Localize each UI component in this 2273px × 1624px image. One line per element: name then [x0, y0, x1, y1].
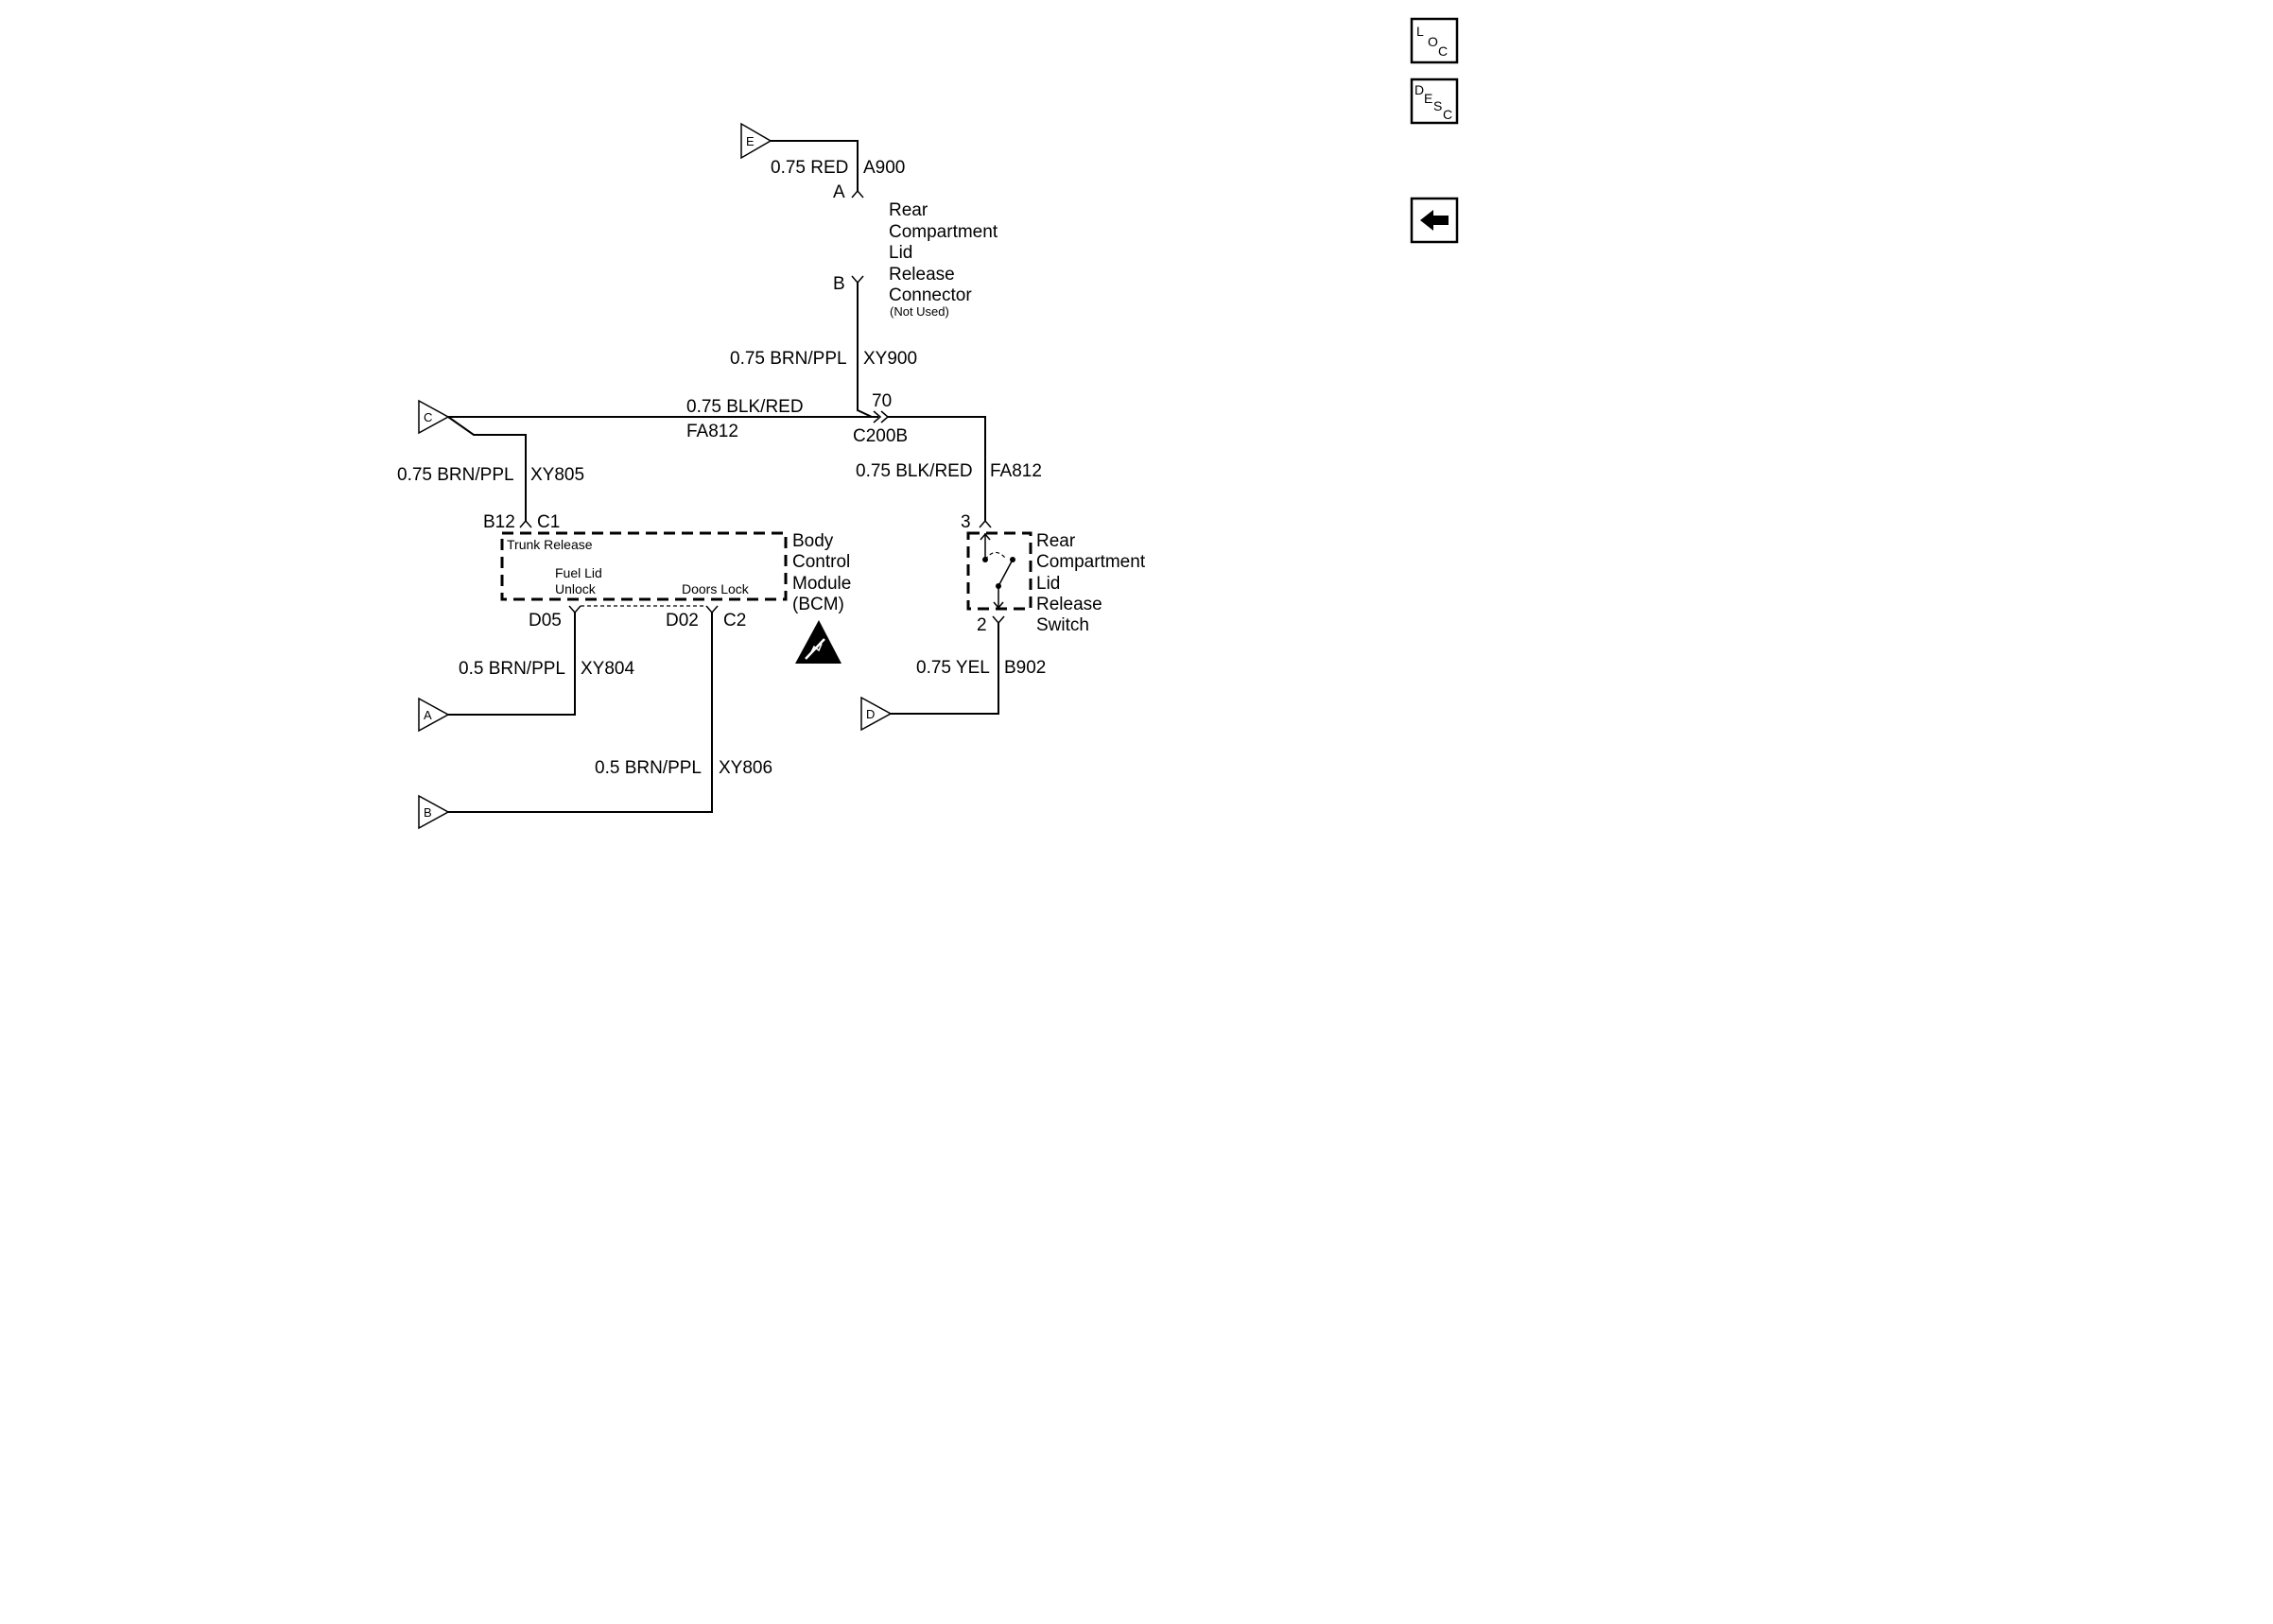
- svg-text:Rear: Rear: [889, 200, 928, 220]
- svg-text:Module: Module: [792, 574, 851, 594]
- loc-letter-3: C: [1438, 43, 1448, 59]
- offpage-c-label: C: [424, 410, 432, 424]
- connector-c200b-name: C200B: [853, 426, 908, 446]
- switch-pin-3-label: 3: [961, 512, 971, 532]
- wire-xy806-gauge: 0.5 BRN/PPL: [595, 758, 702, 778]
- wiring-diagram: L O C D E S C E 0.75 RED A900 A B Rear C…: [397, 17, 1459, 830]
- bcm-name: Body Control Module (BCM): [792, 531, 851, 614]
- desc-letter-4: C: [1443, 107, 1452, 122]
- switch-pin-2: [992, 615, 1005, 625]
- wire-xy806-id: XY806: [719, 758, 772, 778]
- wire-b902-id: B902: [1004, 658, 1046, 678]
- svg-text:Switch: Switch: [1036, 615, 1089, 635]
- svg-text:Body: Body: [792, 531, 834, 551]
- wire-b902-gauge: 0.75 YEL: [916, 658, 990, 678]
- offpage-d-label: D: [866, 707, 875, 721]
- svg-text:Connector: Connector: [889, 285, 972, 305]
- wire-xy900: [857, 283, 873, 418]
- bcm-pin-d02-label: D02: [666, 611, 699, 631]
- wire-fa812-main-id: FA812: [686, 422, 738, 441]
- wire-xy806: [448, 613, 713, 813]
- offpage-connector-e[interactable]: E: [740, 122, 772, 160]
- bcm-fuel-lid-label-2: Unlock: [555, 581, 597, 596]
- svg-text:Release: Release: [1036, 595, 1102, 614]
- bcm-pin-b12-label: B12: [483, 512, 515, 532]
- rear-connector-pin-a: [851, 189, 864, 199]
- switch-name: Rear Compartment Lid Release Switch: [1036, 531, 1146, 635]
- offpage-connector-c[interactable]: C: [418, 399, 450, 435]
- offpage-a-label: A: [424, 708, 432, 722]
- wire-fa812-switch-gauge: 0.75 BLK/RED: [856, 461, 973, 481]
- offpage-connector-d[interactable]: D: [860, 696, 893, 732]
- wire-fa812-main-gauge: 0.75 BLK/RED: [686, 397, 804, 417]
- desc-button[interactable]: D E S C: [1410, 78, 1459, 125]
- switch-pin-2-label: 2: [977, 615, 987, 635]
- bcm-pin-d02: [705, 605, 719, 614]
- back-arrow-icon: [1420, 210, 1449, 231]
- rear-connector-name: Rear Compartment Lid Release Connector (…: [889, 200, 998, 319]
- switch-contact-symbol: [980, 532, 1015, 610]
- rear-connector-pin-b: [851, 275, 864, 285]
- svg-text:Lid: Lid: [889, 243, 912, 263]
- wire-a900-id: A900: [863, 158, 905, 178]
- wire-a900-gauge: 0.75 RED: [771, 158, 848, 178]
- offpage-e-label: E: [746, 134, 755, 148]
- bcm-connector-c2-label: C2: [723, 611, 746, 631]
- loc-letter-2: O: [1428, 34, 1438, 49]
- wire-xy805-id: XY805: [530, 465, 584, 485]
- bcm-pin-d05-label: D05: [529, 611, 562, 631]
- desc-letter-2: E: [1424, 91, 1432, 106]
- svg-text:Compartment: Compartment: [889, 222, 998, 242]
- bcm-fuel-lid-label-1: Fuel Lid: [555, 565, 602, 580]
- rear-connector-pin-b-label: B: [833, 274, 845, 294]
- svg-text:Compartment: Compartment: [1036, 552, 1146, 572]
- loc-button[interactable]: L O C: [1410, 17, 1459, 64]
- svg-text:Rear: Rear: [1036, 531, 1076, 551]
- wire-xy804-gauge: 0.5 BRN/PPL: [459, 659, 565, 679]
- wire-fa812-switch-id: FA812: [990, 461, 1042, 481]
- wire-xy805: [447, 416, 527, 521]
- connector-c200b-pin: 70: [872, 391, 892, 411]
- wire-a900: [771, 140, 859, 192]
- svg-text:Control: Control: [792, 552, 850, 572]
- bcm-box: [500, 531, 788, 601]
- bcm-pin-d05: [568, 605, 581, 614]
- esd-warning-icon: [795, 620, 842, 664]
- svg-text:(BCM): (BCM): [792, 595, 844, 614]
- offpage-connector-b[interactable]: B: [418, 794, 450, 830]
- wire-b902: [891, 623, 999, 715]
- bcm-trunk-release-label: Trunk Release: [507, 537, 593, 552]
- wire-xy900-id: XY900: [863, 349, 917, 369]
- svg-text:Release: Release: [889, 265, 955, 285]
- switch-box: [966, 531, 1032, 611]
- bcm-pin-b12: [519, 519, 532, 528]
- wire-xy805-gauge: 0.75 BRN/PPL: [397, 465, 514, 485]
- wire-fa812-switch: [888, 416, 986, 522]
- svg-text:Lid: Lid: [1036, 574, 1060, 594]
- desc-letter-1: D: [1414, 82, 1424, 97]
- rear-connector-pin-a-label: A: [833, 182, 845, 202]
- switch-pin-3: [979, 519, 992, 528]
- bcm-doors-lock-label: Doors Lock: [682, 581, 750, 596]
- wire-xy900-gauge: 0.75 BRN/PPL: [730, 349, 847, 369]
- bcm-connector-c1-label: C1: [537, 512, 560, 532]
- wire-xy804-id: XY804: [581, 659, 634, 679]
- wire-xy804: [448, 613, 576, 716]
- offpage-connector-a[interactable]: A: [418, 697, 450, 733]
- svg-text:(Not Used): (Not Used): [890, 304, 949, 319]
- loc-letter-1: L: [1416, 24, 1424, 39]
- offpage-b-label: B: [424, 805, 432, 820]
- desc-letter-3: S: [1433, 98, 1442, 113]
- back-button[interactable]: [1410, 197, 1459, 244]
